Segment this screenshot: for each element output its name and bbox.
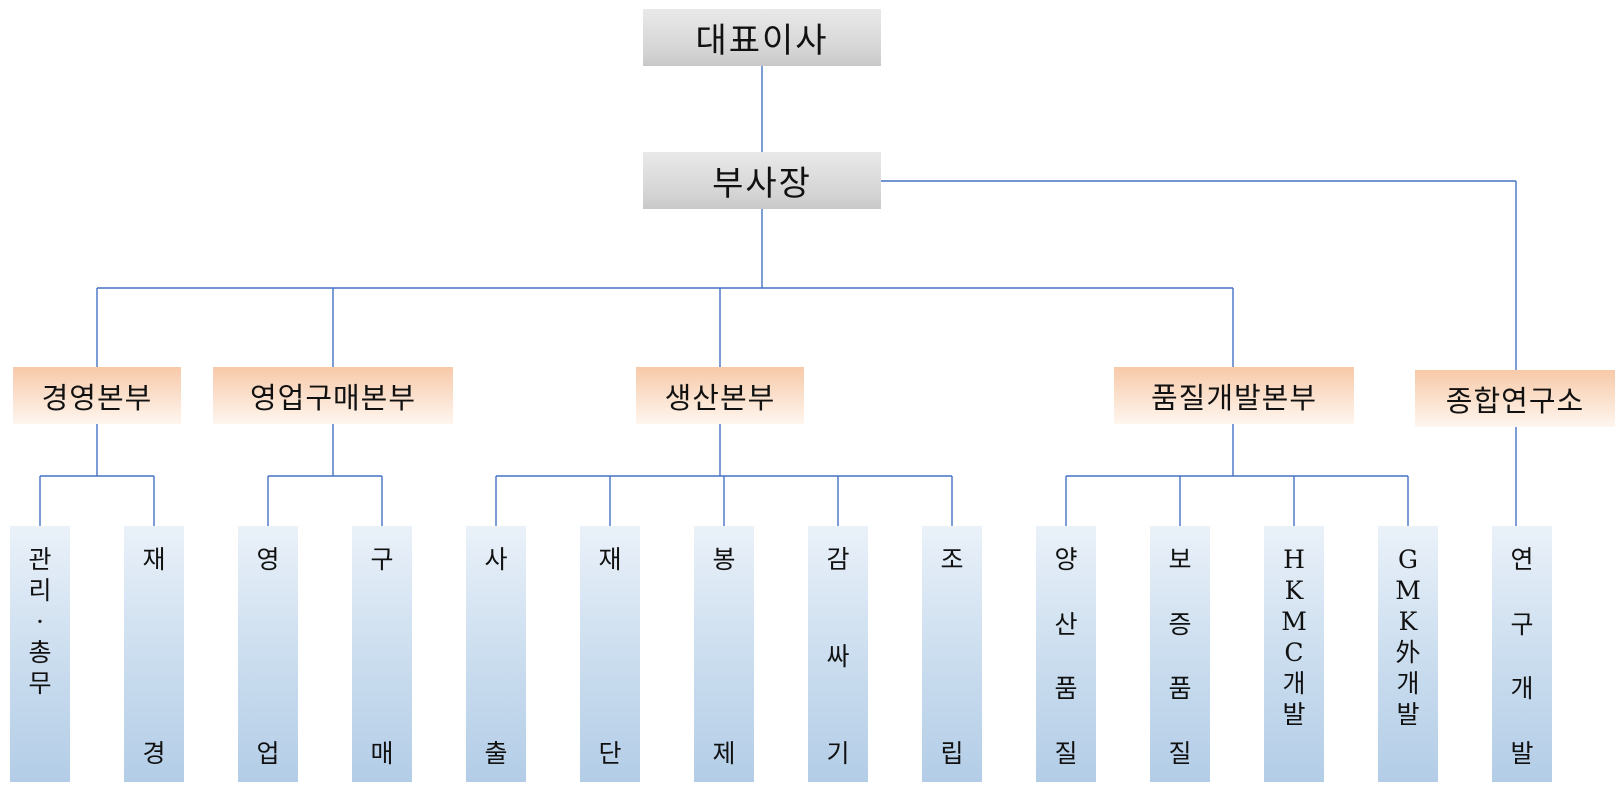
- team-char: 발: [1510, 738, 1534, 768]
- division-label: 생산본부: [664, 380, 776, 415]
- team-char: M: [1281, 607, 1307, 636]
- team-char: 개: [1282, 669, 1306, 698]
- team-char: 구: [370, 545, 394, 574]
- team-char: 연: [1510, 545, 1534, 574]
- team-char: 품: [1168, 674, 1192, 704]
- team-char: G: [1398, 545, 1418, 574]
- team-char: 제: [712, 739, 736, 768]
- team-char: 립: [940, 739, 964, 768]
- vice-president-box: 부사장: [643, 152, 881, 209]
- team-char: 감: [826, 545, 850, 574]
- team-char: 구: [1510, 609, 1534, 639]
- team-char: 리: [28, 576, 52, 605]
- team-char: 개: [1510, 674, 1534, 704]
- team-char: 개: [1396, 669, 1420, 698]
- team-char: 外: [1395, 638, 1421, 667]
- team-char: 질: [1168, 738, 1192, 768]
- team-char: 사: [484, 545, 508, 574]
- division-sales-purchasing: 영업구매본부: [213, 367, 453, 424]
- research-institute: 종합연구소: [1415, 370, 1615, 427]
- team-char: 업: [256, 739, 280, 768]
- team-char: 영: [256, 545, 280, 574]
- team-char: C: [1284, 638, 1304, 667]
- division-management: 경영본부: [13, 367, 181, 424]
- team-char: 경: [142, 739, 166, 768]
- team-char: 보: [1168, 545, 1192, 574]
- team-char: ·: [36, 607, 44, 636]
- division-label: 품질개발본부: [1150, 380, 1318, 415]
- team-char: K: [1398, 607, 1418, 636]
- team-char: 기: [826, 739, 850, 768]
- team-char: 발: [1282, 700, 1306, 729]
- team-char: 질: [1054, 738, 1078, 768]
- ceo-label: 대표이사: [695, 21, 829, 61]
- team-char: 증: [1168, 609, 1192, 639]
- team-char: 재: [598, 545, 622, 574]
- vice-president-label: 부사장: [712, 164, 812, 204]
- team-char: 봉: [712, 545, 736, 574]
- team-char: M: [1395, 576, 1421, 605]
- team-char: 양: [1054, 545, 1078, 574]
- team-char: 총: [28, 638, 52, 667]
- team-char: K: [1284, 576, 1304, 605]
- team-char: 재: [142, 545, 166, 574]
- team-char: 싸: [826, 642, 850, 671]
- team-char: 단: [598, 739, 622, 768]
- team-char: 관: [28, 545, 52, 574]
- team-char: H: [1283, 545, 1305, 574]
- team-char: 산: [1054, 609, 1078, 639]
- team-char: 발: [1396, 700, 1420, 729]
- ceo-box: 대표이사: [643, 9, 881, 66]
- division-label: 경영본부: [41, 380, 153, 415]
- team-char: 조: [940, 545, 964, 574]
- team-char: 품: [1054, 674, 1078, 704]
- division-label: 종합연구소: [1445, 383, 1585, 418]
- team-char: 무: [28, 669, 52, 698]
- division-label: 영업구매본부: [249, 380, 417, 415]
- division-quality-development: 품질개발본부: [1114, 367, 1354, 424]
- team-char: 출: [484, 739, 508, 768]
- team-char: 매: [370, 739, 394, 768]
- division-production: 생산본부: [636, 367, 804, 424]
